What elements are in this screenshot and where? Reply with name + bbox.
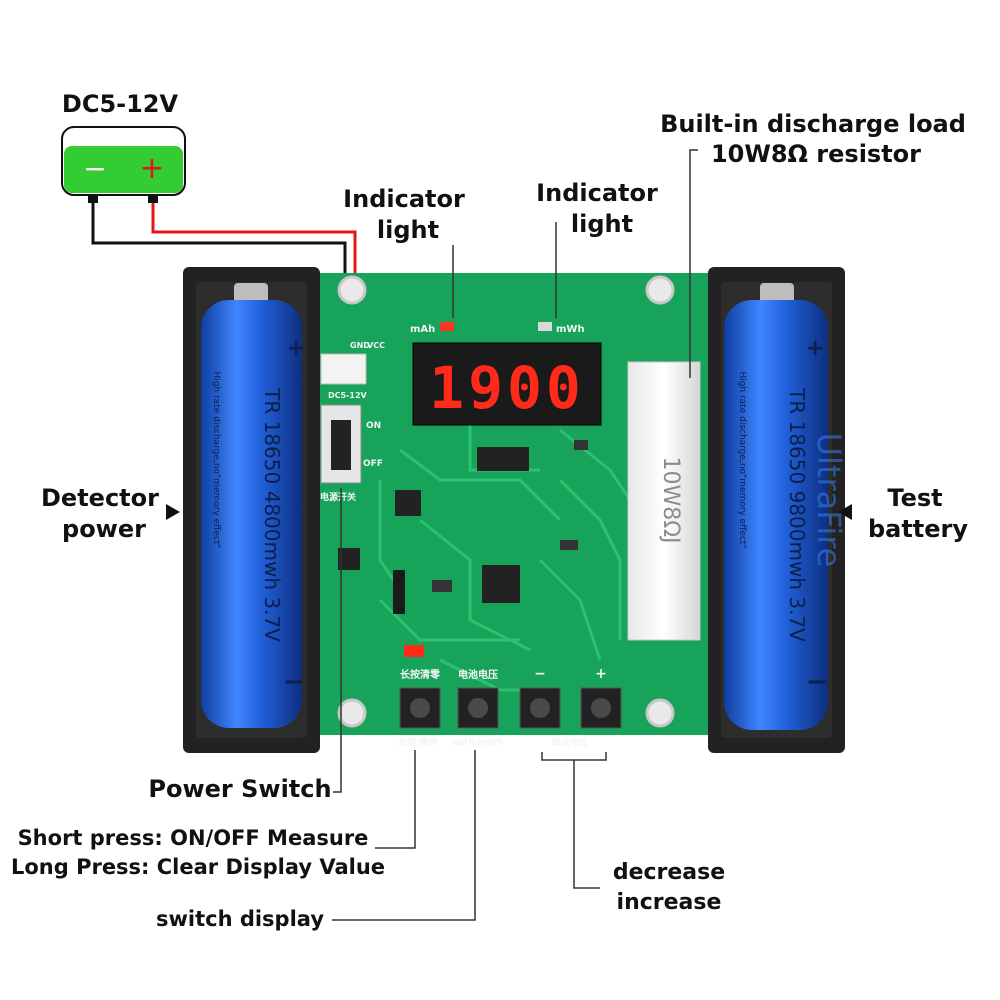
battery-left-minus: − [283, 667, 305, 697]
led-mah-label: mAh [410, 324, 435, 335]
pin-header [393, 570, 405, 614]
detector-line2: power [62, 515, 146, 543]
left-battery-holder: + − TR 18650 4800mwh 3.7V High rate disc… [183, 267, 320, 753]
right-battery-holder: + − TR 18650 9800mwh 3.7V High rate disc… [708, 267, 848, 753]
battery-right-model: TR 18650 9800mwh 3.7V [785, 387, 809, 642]
switch-off-label: OFF [363, 459, 383, 469]
increase-label: increase [617, 890, 722, 915]
battery-right-brand: UltraFire [810, 433, 848, 568]
indicator-left-line1: Indicator [343, 185, 465, 213]
connector-gnd-label: GND [350, 341, 370, 350]
ic-driver [477, 447, 529, 471]
indicator-right-line1: Indicator [536, 179, 658, 207]
power-switch-label: Power Switch [148, 775, 331, 803]
seven-segment-display [412, 342, 602, 426]
ic-regulator [338, 548, 360, 570]
supply-minus-sign: − [83, 152, 106, 185]
button-increase[interactable] [580, 687, 622, 729]
supply-voltage-label: DC5-12V [62, 90, 179, 118]
switch-on-label: ON [366, 421, 381, 431]
status-led [404, 645, 424, 657]
indicator-left-line2: light [377, 216, 439, 244]
battery-right-minus: − [806, 667, 828, 697]
load-leader [689, 149, 698, 378]
button-mah-mwh[interactable] [457, 687, 499, 729]
dc-supply: DC5-12V − + [61, 90, 186, 203]
battery-left [201, 300, 302, 728]
adjust-bracket [541, 752, 607, 761]
start-button-leader [375, 750, 416, 849]
battery-left-note: High rate discharge,no"memory effect" [211, 371, 221, 548]
power-switch-leader [333, 488, 342, 793]
button2-top-label: 电池电压 [458, 668, 498, 681]
led-mah [440, 322, 454, 331]
decrease-label: decrease [613, 860, 725, 885]
detector-line1: Detector [41, 484, 159, 512]
button1-top-label: 长按清零 [400, 668, 441, 681]
button34-bottom-label: 终止电压 [551, 736, 588, 748]
supply-fill [64, 146, 183, 193]
load-line2: 10W8Ω resistor [711, 140, 921, 168]
button3-top-label: − [534, 666, 546, 682]
led-mwh [538, 322, 552, 331]
connector-vcc-label: VCC [367, 341, 385, 350]
resistor-marking: 10W8ΩJ [658, 456, 683, 543]
button1-bottom-label: 启动/暂停 [398, 736, 437, 748]
battery-left-plus: + [287, 336, 305, 361]
battery-left-model: TR 18650 4800mwh 3.7V [260, 387, 284, 642]
button-start-pause[interactable] [399, 687, 441, 729]
ic-mcu [482, 565, 520, 603]
test-line2: battery [868, 515, 968, 543]
battery-terminal [760, 283, 794, 305]
battery-right [724, 300, 828, 730]
switch-display-label: switch display [156, 907, 324, 931]
short-press-label: Short press: ON/OFF Measure [18, 826, 369, 850]
switch-cn-label: 电源开关 [320, 491, 356, 503]
led-mwh-label: mWh [556, 324, 585, 335]
supply-terminal-plus [148, 195, 158, 203]
long-press-label: Long Press: Clear Display Value [11, 855, 385, 879]
supply-terminal-minus [88, 195, 98, 203]
smd-part [560, 540, 578, 550]
smd-part [574, 440, 588, 450]
mounting-holes [337, 275, 675, 728]
connector-voltage-label: DC5-12V [328, 391, 368, 400]
test-arrow-icon [838, 504, 852, 520]
battery-right-plus: + [806, 336, 824, 361]
display-value: 1900 [429, 354, 585, 422]
button2-bottom-label: mAh/mWh [452, 738, 504, 748]
detector-arrow-icon [166, 504, 180, 520]
smd-part [432, 580, 452, 592]
ic-small [395, 490, 421, 516]
battery-right-note: High rate discharge,no"memory effect" [737, 371, 747, 548]
supply-plus-sign: + [139, 151, 164, 186]
load-line1: Built-in discharge load [660, 110, 966, 138]
discharge-resistor [627, 361, 701, 641]
battery-terminal [234, 283, 268, 305]
pcb-board: GND VCC DC5-12V ON OFF 电源开关 mAh mWh 1900… [262, 273, 740, 748]
button-decrease[interactable] [519, 687, 561, 729]
power-connector [320, 353, 367, 385]
mah-button-leader [332, 750, 476, 921]
indicator-right-line2: light [571, 210, 633, 238]
adjust-leader [573, 760, 600, 889]
test-line1: Test [887, 484, 942, 512]
power-switch-knob[interactable] [331, 420, 351, 470]
button4-top-label: + [595, 666, 607, 682]
